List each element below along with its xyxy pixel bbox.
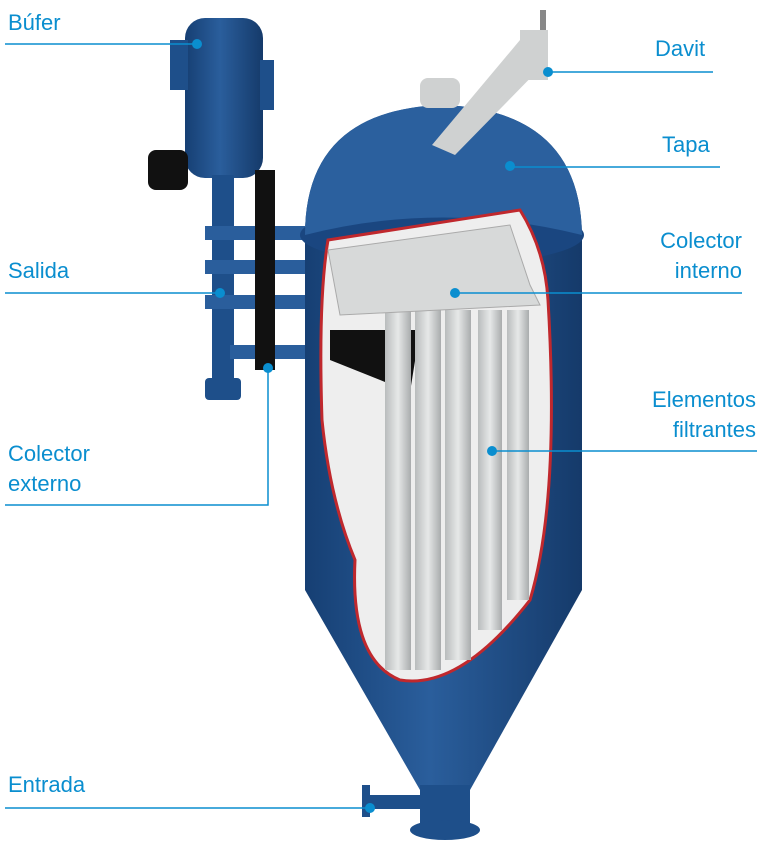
cutaway — [319, 208, 553, 683]
label-line: interno — [674, 258, 742, 283]
label-line: Colector — [8, 441, 90, 466]
label-bufer: Búfer — [8, 10, 61, 35]
label-tapa: Tapa — [662, 132, 710, 157]
label-davit: Davit — [655, 36, 706, 61]
label-line: Elementos — [652, 387, 756, 412]
davit — [420, 10, 548, 155]
label-colector-externo: Colector externo — [8, 439, 90, 499]
label-colector-interno: Colector interno — [660, 226, 742, 286]
label-elementos-filtrantes: Elementos filtrantes — [652, 385, 756, 445]
leader-dots — [192, 39, 553, 813]
label-line: filtrantes — [672, 417, 756, 442]
label-entrada: Entrada — [8, 772, 86, 797]
label-salida: Salida — [8, 258, 70, 283]
label-line: externo — [8, 471, 82, 496]
label-line: Colector — [660, 228, 742, 253]
leader-lines — [5, 43, 757, 809]
